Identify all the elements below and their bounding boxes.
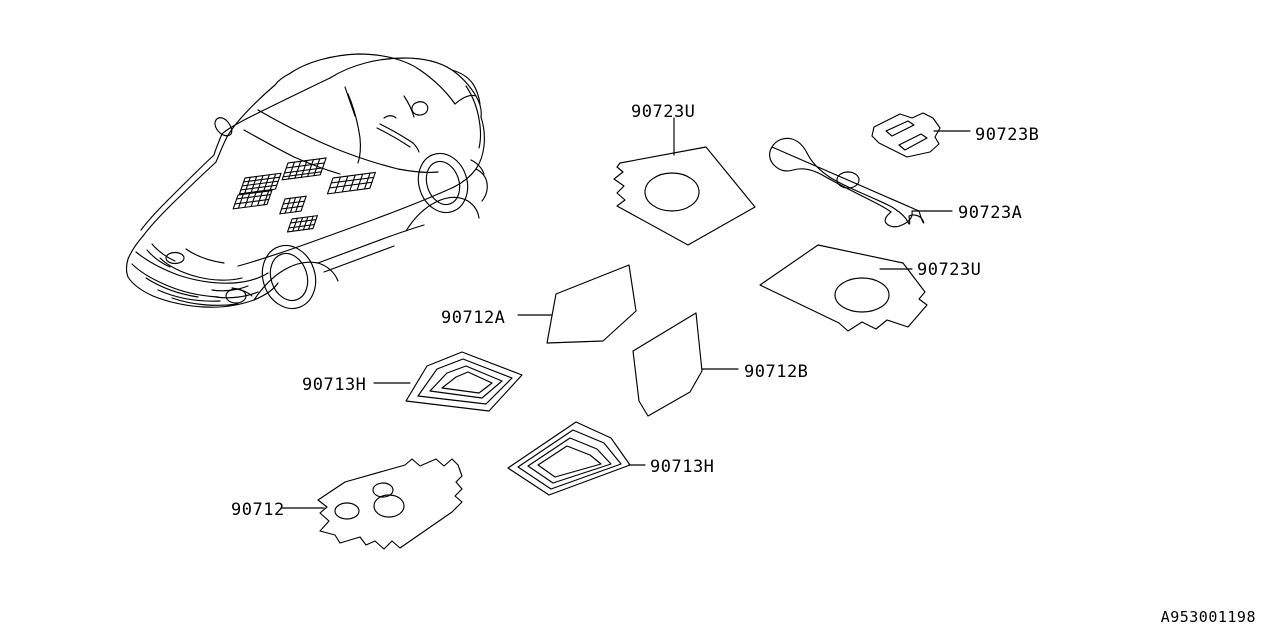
part-label-90723u-upper: 90723U [631, 102, 696, 122]
part-90723u-upper [613, 146, 756, 246]
part-label-90712: 90712 [231, 500, 285, 520]
part-90723b [871, 112, 941, 158]
sheet-number: A953001198 [1160, 608, 1256, 626]
part-label-90712b: 90712B [744, 362, 809, 382]
part-90712a [546, 264, 637, 344]
part-label-90713h-lower: 90713H [650, 457, 715, 477]
part-90723a [769, 137, 925, 228]
part-label-90723u-lower: 90723U [917, 260, 982, 280]
part-90713h-upper [405, 351, 523, 412]
body-insulator-patches [232, 157, 376, 233]
part-90712b [632, 312, 703, 417]
vehicle-illustration [125, 53, 488, 310]
part-90713h-lower [507, 421, 631, 496]
part-label-90723a: 90723A [958, 203, 1023, 223]
part-90723u-lower [759, 244, 928, 332]
part-label-90723b: 90723B [975, 125, 1040, 145]
part-label-90712a: 90712A [441, 308, 506, 328]
part-label-90713h-upper: 90713H [302, 375, 367, 395]
part-90712 [317, 458, 463, 550]
